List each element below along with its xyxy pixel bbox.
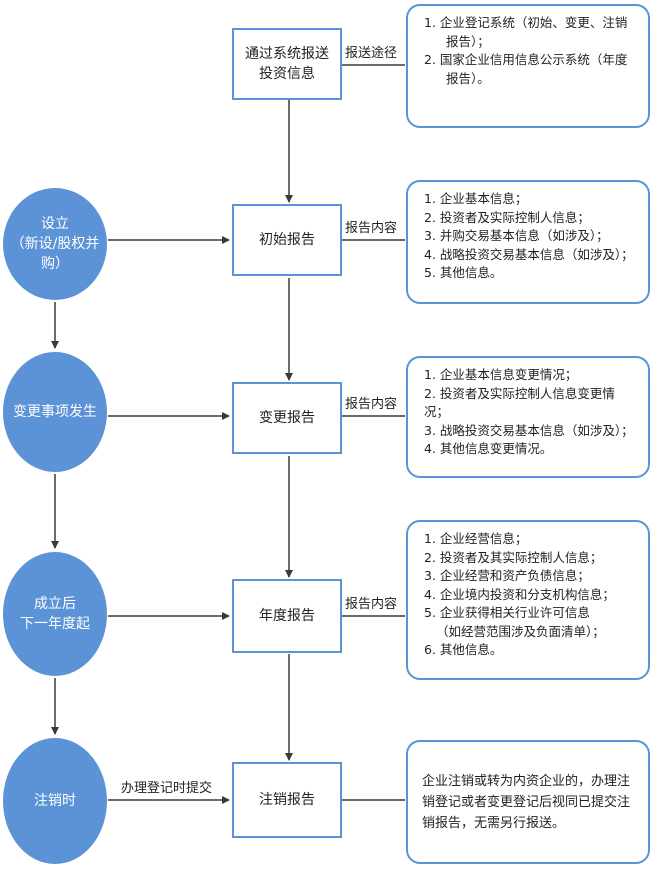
note-initial-line: 4. 战略投资交易基本信息（如涉及）； [424,246,634,262]
note-annual-line: 6. 其他信息。 [424,642,503,657]
note-route: 1. 企业登记系统（初始、变更、注销 报告）； 2. 国家企业信用信息公示系统（… [406,4,650,128]
circle-establish-line1: 设立 [41,216,69,232]
note-cancel-text: 企业注销或转为内资企业的，办理注销登记或者变更登记后视同已提交注销报告，无需另行… [422,773,631,831]
note-annual-line: （如经营范围涉及负面清单）； [436,623,605,639]
box-annual-report: 年度报告 [232,579,342,653]
box-cancel-report: 注销报告 [232,762,342,838]
note-annual-line: 2. 投资者及其实际控制人信息； [424,549,603,565]
note-initial-line: 3. 并购交易基本信息（如涉及）； [424,228,609,243]
box-submit-system-line1: 通过系统报送 [245,46,329,62]
label-route: 报送途径 [345,46,398,61]
note-route-line: 1. 企业登记系统（初始、变更、注销 [424,15,628,30]
note-change-line: 1. 企业基本信息变更情况； [424,367,578,382]
note-change-line: 3. 战略投资交易基本信息（如涉及）； [424,422,634,438]
note-change: 1. 企业基本信息变更情况； 2. 投资者及实际控制人信息变更情况； 3. 战略… [406,356,650,478]
label-initial-content: 报告内容 [345,221,398,236]
note-cancel: 企业注销或转为内资企业的，办理注销登记或者变更登记后视同已提交注销报告，无需另行… [406,740,650,864]
circle-change: 变更事项发生 [3,352,107,472]
note-route-line: 报告）。 [446,70,490,86]
box-change-report-line1: 变更报告 [259,410,315,426]
note-initial-line: 5. 其他信息。 [424,265,503,280]
label-change-content: 报告内容 [345,397,398,412]
note-annual-line: 5. 企业获得相关行业许可信息 [424,605,590,620]
box-initial-report: 初始报告 [232,204,342,276]
circle-annual-line1: 成立后 [34,596,76,612]
note-initial-line: 1. 企业基本信息； [424,191,528,206]
circle-establish: 设立 （新设/股权并购） [3,188,107,300]
note-route-line: 报告）； [446,33,490,49]
note-annual-line: 4. 企业境内投资和分支机构信息； [424,586,615,602]
note-initial-line: 2. 投资者及实际控制人信息； [424,209,590,225]
note-annual-line: 1. 企业经营信息； [424,531,528,546]
box-change-report: 变更报告 [232,382,342,454]
note-initial: 1. 企业基本信息； 2. 投资者及实际控制人信息； 3. 并购交易基本信息（如… [406,180,650,304]
box-submit-system: 通过系统报送投资信息 [232,28,342,100]
box-cancel-report-line1: 注销报告 [259,792,315,808]
box-submit-system-line2: 投资信息 [259,66,315,82]
circle-annual-line2: 下一年度起 [20,616,90,632]
circle-change-line1: 变更事项发生 [13,404,97,420]
circle-cancel: 注销时 [3,738,107,864]
label-cancel-submit: 办理登记时提交 [121,781,213,796]
note-change-line: 2. 投资者及实际控制人信息变更情况； [424,385,615,420]
circle-cancel-line1: 注销时 [34,793,76,809]
circle-establish-line2: （新设/股权并购） [10,236,100,272]
box-initial-report-line1: 初始报告 [259,232,315,248]
note-annual: 1. 企业经营信息； 2. 投资者及其实际控制人信息； 3. 企业经营和资产负债… [406,520,650,680]
circle-annual: 成立后下一年度起 [3,552,107,676]
note-change-line: 4. 其他信息变更情况。 [424,441,553,456]
note-annual-line: 3. 企业经营和资产负债信息； [424,568,590,583]
label-annual-content: 报告内容 [345,597,398,612]
note-route-line: 2. 国家企业信用信息公示系统（年度 [424,52,628,67]
box-annual-report-line1: 年度报告 [259,608,315,624]
